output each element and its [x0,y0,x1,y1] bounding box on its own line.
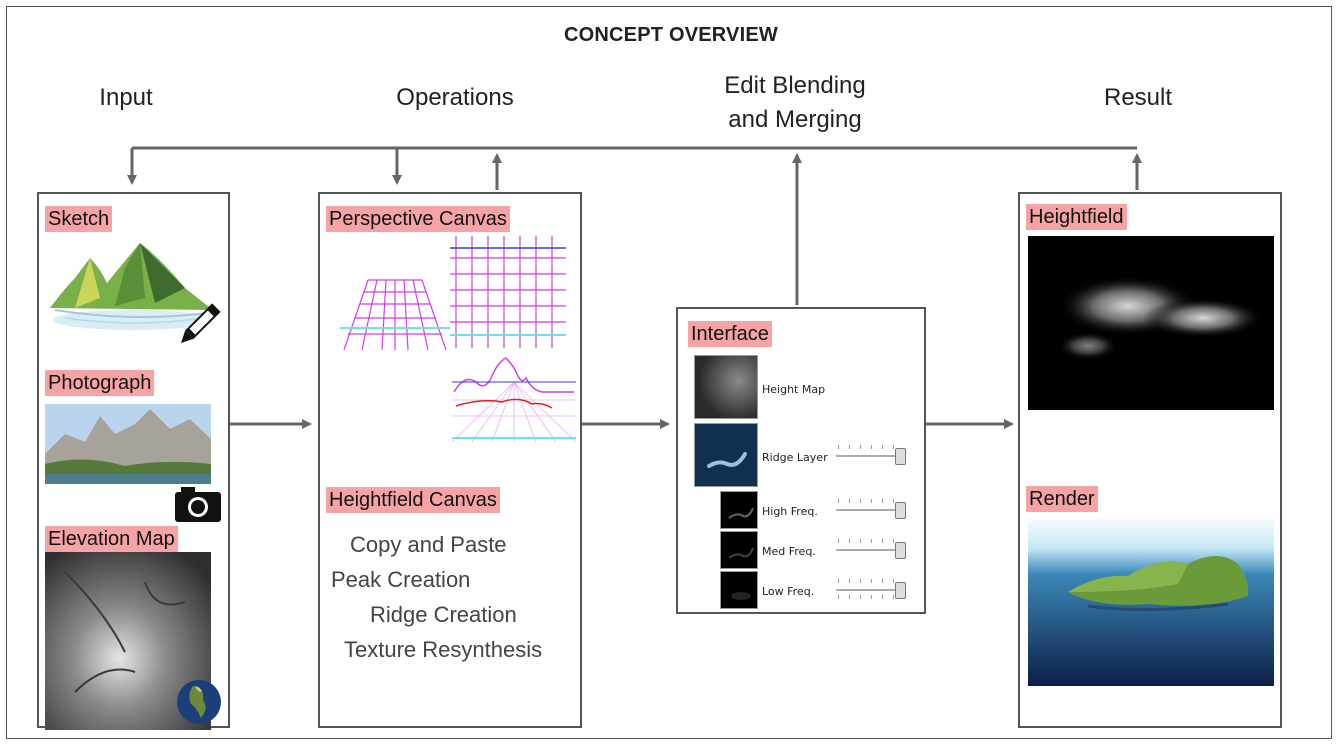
ridge-layer-thumbnail[interactable] [694,423,758,487]
high-freq-slider[interactable] [836,499,906,519]
layer-label-high-freq: High Freq. [762,505,818,518]
operations-box: Perspective Canvas [318,192,582,728]
elevation-map-label: Elevation Map [45,526,178,552]
result-box: Heightfield Render [1018,192,1282,728]
layer-label-height-map: Height Map [762,383,826,396]
heading-edit-blending-line2: and Merging [728,106,862,133]
layer-label-ridge-layer: Ridge Layer [762,451,828,464]
med-freq-thumbnail[interactable] [720,531,758,569]
interface-box: Interface Height Map Ridge Layer High Fr… [676,307,926,614]
globe-icon [177,680,221,724]
operation-texture-resynthesis: Texture Resynthesis [344,637,543,662]
high-freq-thumbnail[interactable] [720,491,758,529]
layer-label-low-freq: Low Freq. [762,585,815,598]
input-box: Sketch Photograph Elevation Map [37,192,230,730]
heading-result: Result [1103,84,1173,111]
terrain-profile-grid [452,357,576,442]
heading-input: Input [99,84,153,111]
ridge-layer-slider[interactable] [836,445,906,465]
render-image [1028,514,1274,686]
heightfield-canvas-label: Heightfield Canvas [326,487,500,513]
sketch-image [50,243,216,330]
heightfield-image [1028,236,1274,410]
operation-copy-and-paste: Copy and Paste [350,532,507,557]
med-freq-slider[interactable] [836,539,906,559]
grid-large [450,236,566,348]
low-freq-slider[interactable] [836,579,906,599]
perspective-canvas-label: Perspective Canvas [326,206,510,232]
pencil-icon [181,303,221,343]
camera-icon [175,487,221,522]
render-label: Render [1026,486,1098,512]
sketch-label: Sketch [45,206,113,232]
perspective-grid-small [340,279,450,351]
height-map-thumbnail [694,355,758,419]
photograph-image [45,404,211,484]
operation-ridge-creation: Ridge Creation [370,602,517,627]
heightfield-label: Heightfield [1026,204,1127,230]
heading-edit-blending-line1: Edit Blending [724,72,866,99]
photograph-label: Photograph [45,370,155,396]
low-freq-thumbnail[interactable] [720,571,758,609]
diagram-frame [6,6,1332,739]
interface-label: Interface [688,321,772,347]
diagram-title: CONCEPT OVERVIEW [564,24,778,46]
layer-label-med-freq: Med Freq. [762,545,816,558]
heading-operations: Operations [396,84,514,111]
operation-peak-creation: Peak Creation [331,567,471,592]
